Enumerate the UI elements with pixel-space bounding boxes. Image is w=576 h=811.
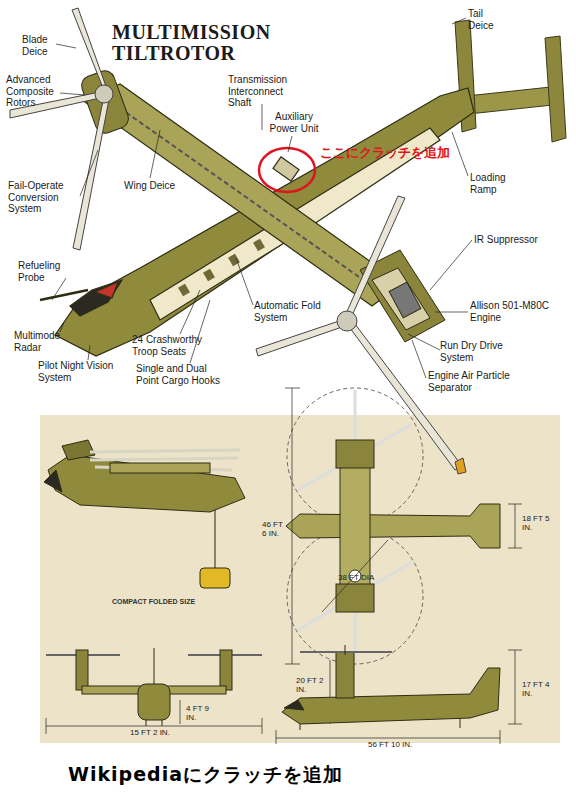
part-label: Multimode Radar	[14, 330, 64, 353]
leader-lines	[52, 18, 472, 378]
dimension-label: 56 FT 10 IN.	[368, 740, 412, 749]
diagram-title: MULTIMISSION TILTROTOR	[112, 22, 312, 64]
rotor-right	[256, 196, 466, 474]
part-label: IR Suppressor	[474, 234, 554, 246]
dimension-label: 38 FT DIA	[338, 573, 374, 582]
tail-assembly	[448, 20, 566, 142]
dimension-label: 15 FT 2 IN.	[130, 728, 170, 737]
front-view	[46, 648, 262, 726]
part-label: Tail Deice	[468, 8, 508, 31]
view-panel	[40, 415, 560, 743]
dimension-lines	[46, 388, 522, 744]
dimension-label: 46 FT 6 IN.	[262, 520, 286, 538]
part-label: Advanced Composite Rotors	[6, 74, 62, 109]
auxiliary-power-unit	[273, 157, 299, 181]
figure-caption: Wikipediaにクラッチを追加	[68, 764, 343, 786]
part-label: Run Dry Drive System	[440, 340, 520, 363]
part-label: Engine Air Particle Separator	[428, 370, 528, 393]
dimension-label: 4 FT 9 IN.	[186, 704, 216, 722]
part-label: Allison 501-M80C Engine	[470, 300, 560, 323]
folded-view	[44, 440, 245, 588]
dimension-label: 18 FT 5 IN.	[522, 514, 552, 532]
cargo-vehicle	[200, 568, 230, 588]
interconnect-shaft	[100, 94, 386, 296]
part-label: Automatic Fold System	[254, 300, 324, 323]
part-label: Pilot Night Vision System	[38, 360, 118, 383]
part-label: Single and Dual Point Cargo Hooks	[136, 363, 226, 386]
wing	[82, 84, 402, 306]
dimension-label: 20 FT 2 IN.	[296, 676, 328, 694]
part-label: Blade Deice	[22, 34, 62, 57]
part-label: Transmission Interconnect Shaft	[228, 74, 298, 109]
part-label: Auxiliary Power Unit	[266, 111, 322, 134]
dimension-label: 17 FT 4 IN.	[522, 680, 552, 698]
plan-view	[286, 388, 500, 664]
part-label: Loading Ramp	[470, 172, 530, 195]
annotation-circle	[259, 148, 315, 192]
part-label: Refueling Probe	[18, 260, 68, 283]
part-label: Fail-Operate Conversion System	[8, 180, 76, 215]
part-label: Wing Deice	[124, 180, 184, 192]
side-view	[282, 645, 500, 730]
part-label: 24 Crashworthy Troop Seats	[132, 334, 222, 357]
annotation-note: ここにクラッチを追加	[320, 146, 450, 161]
nacelle-left	[79, 68, 131, 136]
view-caption: COMPACT FOLDED SIZE	[112, 598, 195, 606]
